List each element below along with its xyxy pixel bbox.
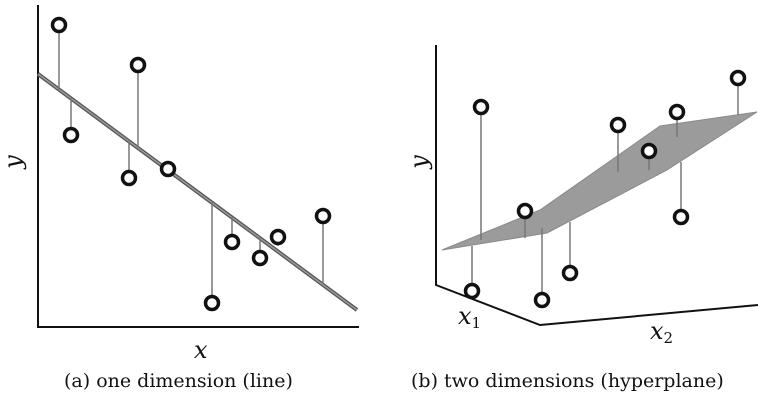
caption-a: (a) one dimension (line) [64,370,293,392]
data-point [729,69,747,87]
x2-axis-label: x2 [650,319,673,346]
data-point [472,98,490,116]
data-points [50,16,332,312]
residual-lines [58,25,324,303]
x2-label-subscript: 2 [663,329,674,347]
hyperplane-diagram [435,45,758,327]
data-point [533,291,551,309]
data-point [50,16,68,34]
line-fit-diagram [36,5,359,328]
data-point [516,202,534,220]
panel-two-dimensions: y x1 x2 (b) two dimensions (hyperplane) [379,0,758,400]
data-point [668,103,686,121]
residual-lines [471,78,739,300]
data-point [129,56,147,74]
x2-label-base: x [650,317,664,345]
y-axis-label: y [0,155,27,169]
panel-one-dimension: y x (a) one dimension (line) [0,5,359,392]
data-point [609,116,627,134]
y-axis-label: y [404,155,433,169]
data-point [561,264,579,282]
x-axis-label: x [194,336,208,364]
x1-label-subscript: 1 [471,314,482,332]
data-point [672,208,690,226]
data-point [159,160,177,178]
x1-label-base: x [458,302,472,330]
axes-3d [435,45,758,327]
x1-axis-label: x1 [458,304,481,331]
data-points [463,69,747,309]
data-point [463,282,481,300]
data-point [62,126,80,144]
data-point [314,207,332,225]
data-point [269,228,287,246]
data-point [251,249,269,267]
data-point [223,233,241,251]
data-point [203,294,221,312]
data-point [640,142,658,160]
caption-b: (b) two dimensions (hyperplane) [411,370,724,392]
axes [37,5,359,328]
data-point [120,169,138,187]
hyperplane [441,111,758,251]
